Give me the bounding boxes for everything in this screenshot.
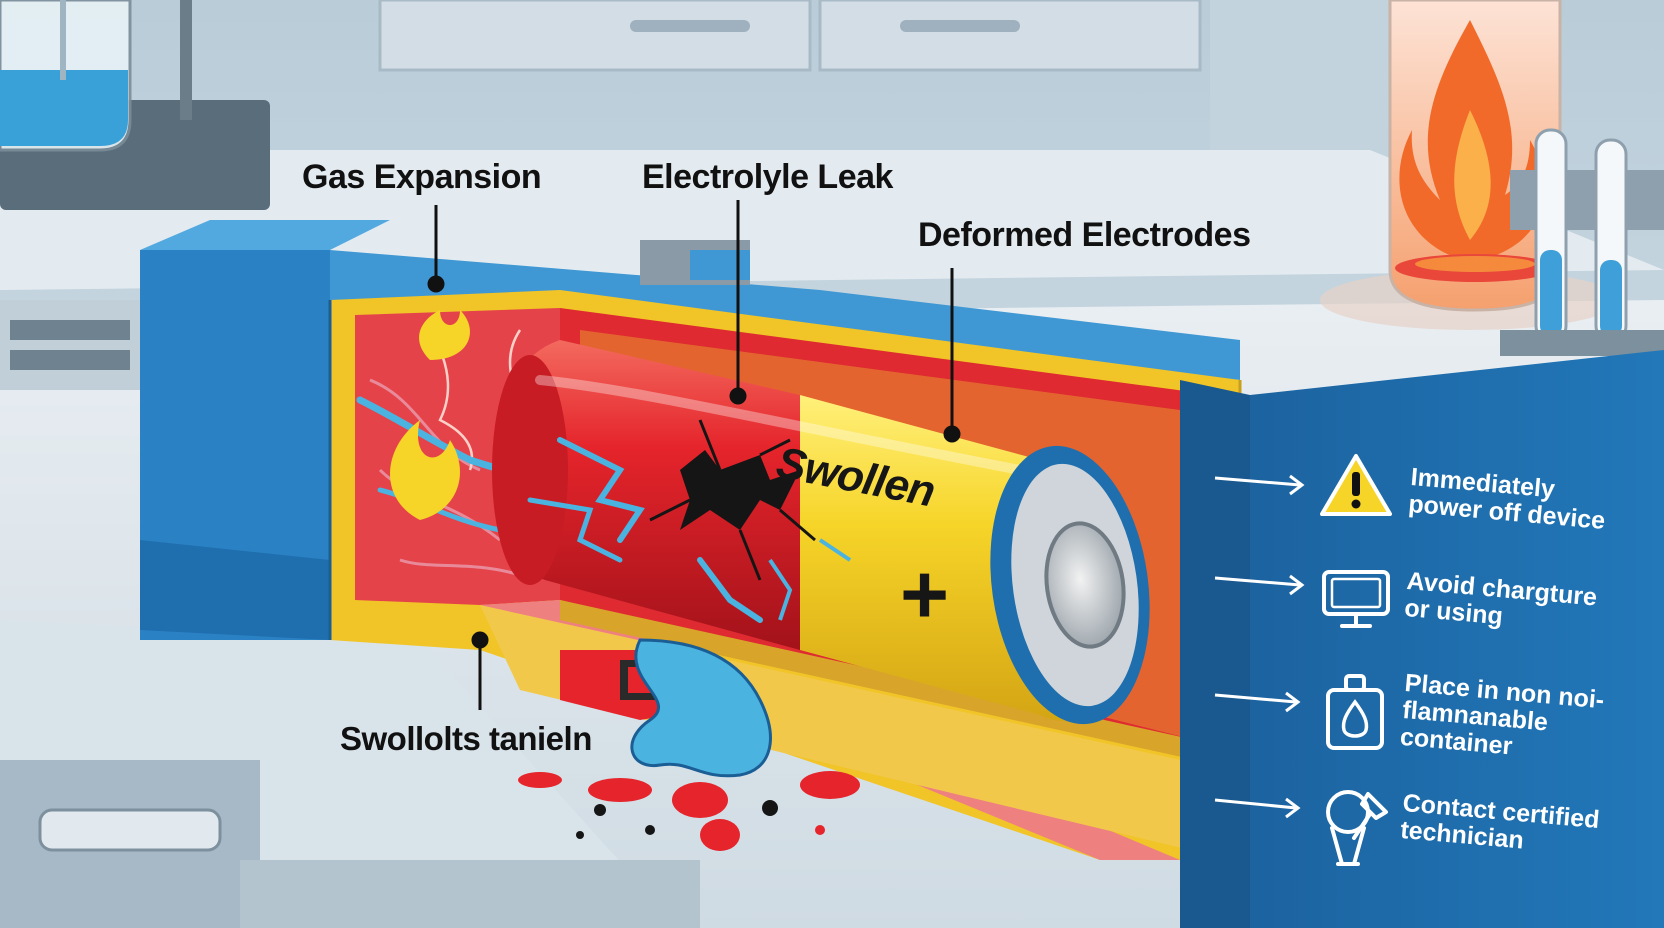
bottom-callout-label: Swollolts tanieln [340,720,592,757]
electrolyte-puddle [518,638,860,851]
technician-tool-icon [1318,784,1392,868]
flame-beaker [1320,0,1664,356]
warning-triangle-icon [1320,452,1392,518]
callout-leaders [427,200,961,710]
gas-expansion-label: Gas Expansion [302,158,542,196]
monitor-icon [1320,566,1392,632]
step-arrows [1214,474,1305,819]
swollen-battery [492,340,1150,725]
deformed-electrodes-label: Deformed Electrodes [918,216,1251,254]
container-icon [1322,672,1388,752]
electrolyte-leak-label: Electrolyle Leak [642,158,893,196]
battery-positive-terminal: + [900,547,950,641]
